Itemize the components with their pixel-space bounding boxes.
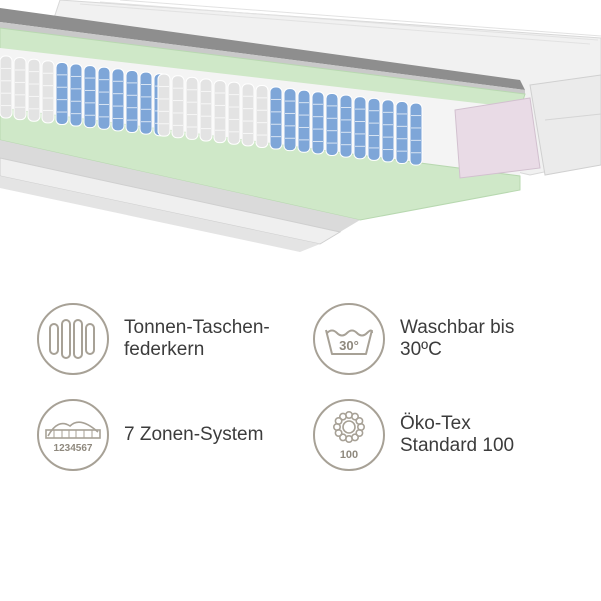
pocket-spring: [41, 60, 55, 124]
pocket-spring: [0, 55, 13, 119]
feature-label-line: Standard 100: [400, 435, 515, 456]
pocket-spring: [325, 92, 339, 156]
feature-label-line: federkern: [124, 339, 205, 360]
pocket-spring: [353, 96, 367, 160]
feature-label-line: Öko-Tex: [400, 413, 471, 434]
pocket-spring: [241, 83, 255, 147]
pocket-spring: [367, 97, 381, 161]
pocket-spring: [97, 66, 111, 130]
feature-label: Waschbar bis 30ºC: [400, 317, 514, 361]
feature-label: 7 Zonen-System: [124, 424, 263, 446]
feature-label-line: Waschbar bis: [400, 317, 515, 338]
pocket-spring: [55, 61, 69, 125]
pocket-spring: [171, 75, 185, 139]
pocket-spring: [185, 76, 199, 140]
wash-temperature-text: 30°: [339, 338, 359, 353]
feature-oeko-tex: 100 Öko-Tex Standard 100: [312, 398, 514, 472]
zone-numbers-text: 1234567: [54, 443, 93, 454]
pocket-spring: [139, 71, 153, 135]
pocket-spring: [409, 102, 423, 166]
pocket-spring: [311, 91, 325, 155]
feature-label: Öko-Tex Standard 100: [400, 413, 514, 457]
pocket-spring: [213, 80, 227, 144]
feature-seven-zones: 1234567 7 Zonen-System: [36, 398, 263, 472]
pocket-spring: [157, 73, 171, 137]
pocket-spring: [69, 63, 83, 127]
seven-zone-icon: 1234567: [36, 398, 110, 472]
pocket-spring: [339, 94, 353, 158]
pocket-spring: [27, 58, 41, 122]
mattress-cross-section-image: [0, 0, 601, 252]
oeko-tex-icon: 100: [312, 398, 386, 472]
feature-label-line: 30ºC: [400, 339, 442, 360]
pocket-spring: [269, 86, 283, 150]
feature-label-line: Tonnen-Taschen-: [124, 317, 270, 338]
feature-washable: 30° Waschbar bis 30ºC: [312, 302, 514, 376]
pocket-spring: [395, 101, 409, 165]
pocket-spring: [111, 68, 125, 132]
pocket-spring: [125, 69, 139, 133]
wash-30-icon: 30°: [312, 302, 386, 376]
oeko-tex-number-text: 100: [340, 449, 358, 461]
feature-barrel-springs: Tonnen-Taschen- federkern: [36, 302, 270, 376]
feature-label: Tonnen-Taschen- federkern: [124, 317, 270, 361]
pocket-spring: [255, 84, 269, 148]
pocket-spring: [283, 88, 297, 152]
pocket-spring: [83, 65, 97, 129]
pocket-spring: [199, 78, 213, 142]
pocket-spring: [227, 81, 241, 145]
pocket-spring: [297, 89, 311, 153]
pocket-spring: [381, 99, 395, 163]
pocket-spring: [13, 57, 27, 121]
feature-label-line: 7 Zonen-System: [124, 424, 264, 445]
barrel-spring-icon: [36, 302, 110, 376]
